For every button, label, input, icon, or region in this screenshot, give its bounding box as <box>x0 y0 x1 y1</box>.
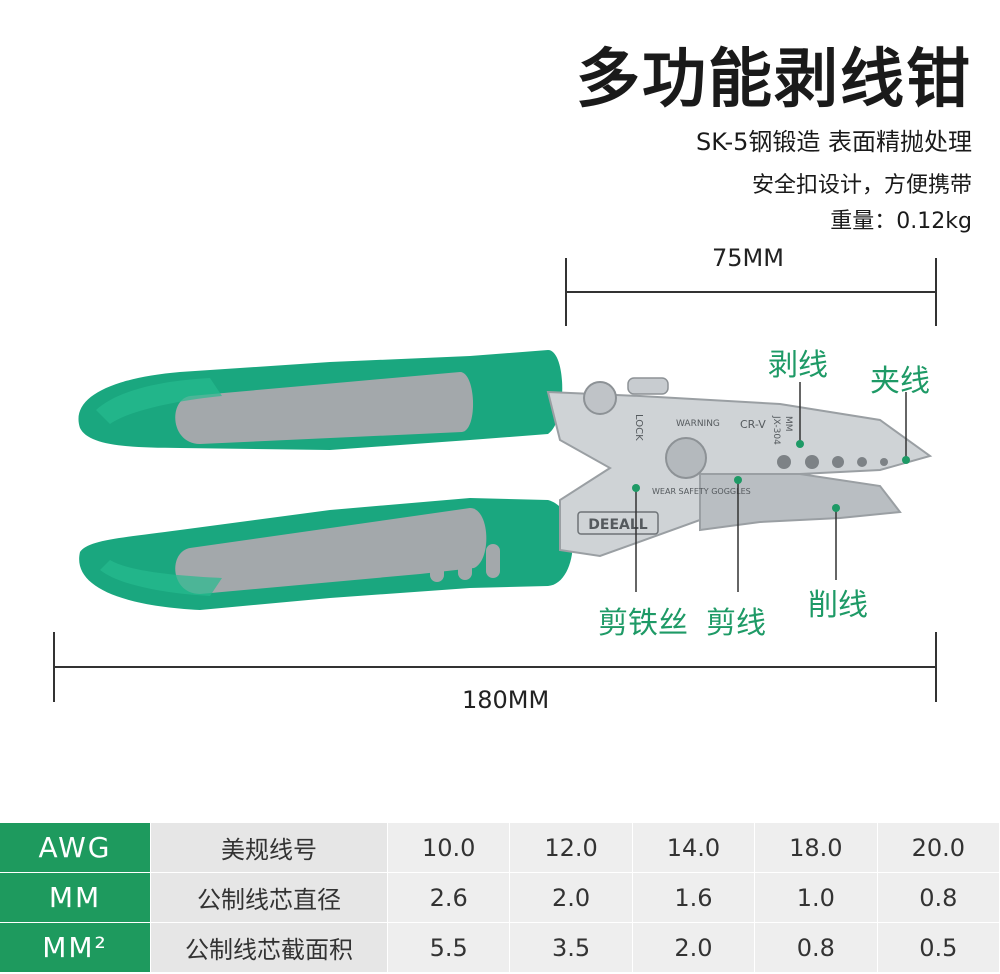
table-cell: 18.0 <box>754 823 878 873</box>
table-cell: 2.0 <box>509 872 633 923</box>
table-cell: 0.8 <box>754 922 878 973</box>
feature-weight: 重量：0.12kg <box>830 209 972 234</box>
table-cell: 1.0 <box>754 872 878 923</box>
row-head-mm: MM <box>0 872 151 923</box>
jaw-length-dimension <box>565 258 937 326</box>
table-row: MM 公制线芯直径 2.6 2.0 1.6 1.0 0.8 <box>0 872 1000 923</box>
jaw-length-label: 75MM <box>712 244 784 272</box>
row-desc: 公制线芯直径 <box>150 872 388 923</box>
stripping-notches <box>777 455 888 469</box>
feature-lock: 安全扣设计，方便携带 <box>751 173 972 198</box>
feature-steel: SK-5钢锻造 表面精抛处理 <box>695 128 972 156</box>
callout-crimp: 夹线 <box>870 364 930 399</box>
callout-strip: 剥线 <box>768 348 828 383</box>
callout-cut-wire: 剪线 <box>706 606 766 641</box>
table-cell: 5.5 <box>387 922 511 973</box>
table-cell: 3.5 <box>509 922 633 973</box>
table-cell: 2.6 <box>387 872 511 923</box>
brand-engraving: DEEALL <box>588 517 648 533</box>
callout-shave-wire: 削线 <box>808 588 868 623</box>
total-length-dimension <box>53 632 937 702</box>
table-cell: 20.0 <box>877 823 1000 873</box>
upper-handle <box>78 350 563 450</box>
product-title: 多功能剥线钳 <box>576 43 972 117</box>
callout-leaders <box>632 382 910 592</box>
warning-engraving: WARNING <box>676 419 720 429</box>
lock-engraving: LOCK <box>633 414 644 441</box>
lock-knob[interactable] <box>583 381 617 415</box>
callout-cut-iron-wire: 剪铁丝 <box>598 606 688 641</box>
table-cell: 0.5 <box>877 922 1000 973</box>
table-row: AWG 美规线号 10.0 12.0 14.0 18.0 20.0 <box>0 823 1000 873</box>
total-length-label: 180MM <box>462 686 550 714</box>
pliers-illustration: DEEALL LOCK CR-V WARNING WEAR SAFETY GOG… <box>53 258 937 702</box>
row-desc: 美规线号 <box>150 823 388 873</box>
table-cell: 14.0 <box>632 823 756 873</box>
model-engraving: JX-304 <box>771 415 781 445</box>
lower-handle <box>79 498 573 610</box>
table-cell: 0.8 <box>877 872 1000 923</box>
metal-head: DEEALL LOCK CR-V WARNING WEAR SAFETY GOG… <box>546 377 933 558</box>
table-row: MM² 公制线芯截面积 5.5 3.5 2.0 0.8 0.5 <box>0 922 1000 973</box>
table-cell: 1.6 <box>632 872 756 923</box>
row-head-awg: AWG <box>0 823 151 873</box>
spec-table: AWG 美规线号 10.0 12.0 14.0 18.0 20.0 MM 公制线… <box>0 823 1000 973</box>
row-head-mm2: MM² <box>0 922 151 973</box>
table-cell: 12.0 <box>509 823 633 873</box>
warning-text-engraving: WEAR SAFETY GOGGLES <box>652 487 751 496</box>
pivot-bolt <box>665 437 707 479</box>
material-engraving: CR-V <box>740 418 766 431</box>
table-cell: 10.0 <box>387 823 511 873</box>
unit-engraving: MM <box>783 416 793 432</box>
table-cell: 2.0 <box>632 922 756 973</box>
lock-slider[interactable] <box>627 377 669 395</box>
row-desc: 公制线芯截面积 <box>150 922 388 973</box>
